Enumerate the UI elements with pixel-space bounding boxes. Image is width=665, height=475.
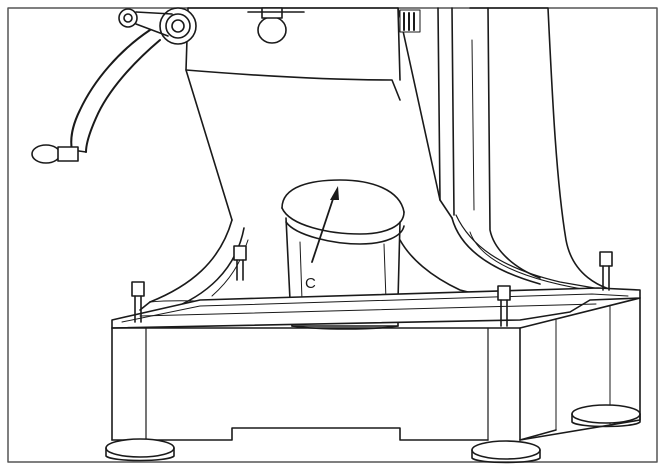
crank-handle (31, 29, 161, 164)
bolt-rear-right-icon (599, 251, 613, 291)
callout-arrowhead (330, 186, 339, 200)
callout-label-c: C (305, 275, 316, 292)
callout-leader-line (311, 195, 335, 263)
image-border (7, 7, 658, 463)
mounting-bolts (131, 245, 613, 327)
bolt-rear-left-icon (233, 245, 247, 281)
bolt-front-right-icon (497, 285, 511, 327)
crank-knob-icon (31, 144, 61, 164)
foot-rear-right (571, 404, 641, 428)
foot-front-left (105, 438, 175, 462)
foot-front-right (471, 440, 541, 464)
head-knob-icon (257, 16, 287, 44)
head-housing (185, 7, 453, 221)
callout-c: C (305, 186, 339, 292)
column (437, 7, 633, 295)
leveling-feet (105, 404, 641, 464)
handwheel (118, 7, 197, 45)
bolt-front-left-icon (131, 281, 145, 323)
